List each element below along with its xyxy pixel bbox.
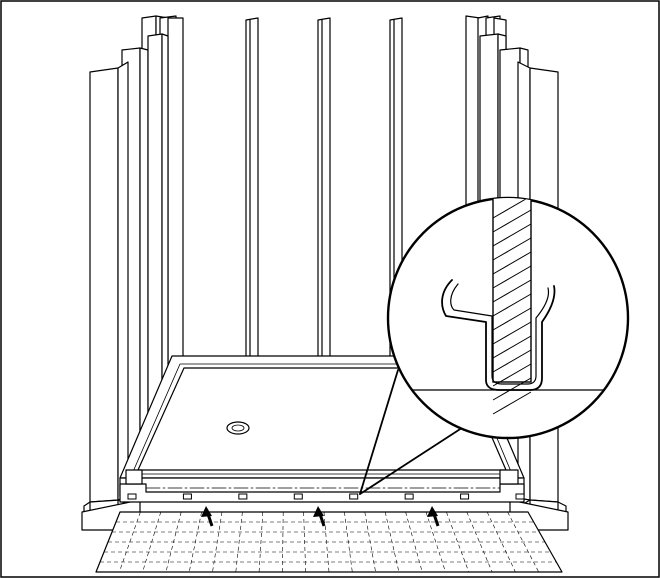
hatch-line [492,335,532,359]
hatch-line [492,223,532,247]
hatch-line [492,209,532,233]
flange-tab [182,493,192,500]
hatch-line [492,265,532,289]
magnifier-leader [359,369,469,495]
grid-line [165,511,182,573]
hatch-line [492,237,532,261]
hatch-line [492,391,532,415]
push-up-arrows [201,506,440,527]
hatch-line [492,251,532,275]
grid-line [142,511,162,573]
up-arrow-icon [427,506,440,527]
stud-back-2 [317,17,331,361]
flange-tab [404,493,414,500]
grid-line [446,511,470,573]
hatch-line [492,307,532,331]
grid-line [282,511,284,573]
hatch-line [492,198,532,219]
hatch-line [492,377,532,401]
hatch-line [492,293,532,317]
up-arrow-icon [313,506,326,527]
hatch-line [492,363,532,387]
grid-line [344,511,353,573]
hatch-line [492,321,532,345]
grid-line [119,511,141,573]
grid-line [235,511,243,573]
grid-line [466,511,493,573]
grid-line [364,511,376,573]
grid-line [303,511,306,573]
left-wall-studs [81,15,184,531]
flange-tab [293,493,303,500]
stud-back-1 [245,17,259,361]
grid-line [188,511,202,573]
hatch-line [492,349,532,373]
flange-tab [127,493,137,500]
detail-flange-profile [441,279,556,391]
grid-line [384,511,400,573]
up-arrow-icon [201,506,214,527]
grid-line [507,511,539,573]
grid-line [212,511,223,573]
flange-tab [349,493,359,500]
grid-line [405,511,423,573]
detail-stud-section [492,198,532,415]
grid-line [425,511,446,573]
drain-icon [226,421,250,435]
flange-tab [515,493,525,500]
stud-left-front [83,61,129,529]
grid-line [258,511,264,573]
flange-tab [460,493,470,500]
grid-line [323,511,330,573]
flange-tab [238,493,248,500]
detail-magnifier [386,196,630,440]
hatch-line [492,279,532,303]
subfloor-grid [95,511,563,573]
